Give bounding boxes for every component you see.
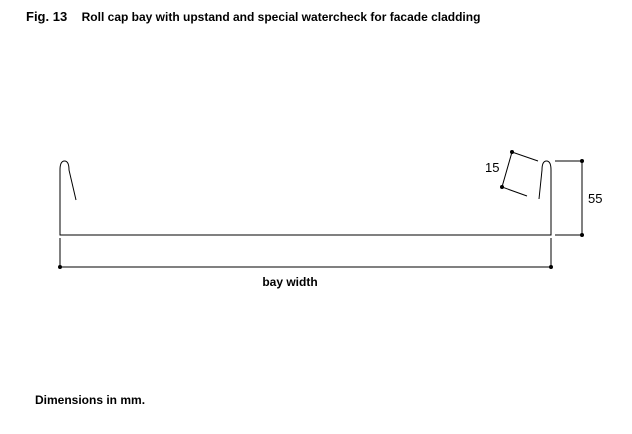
figure-caption: Fig. 13 Roll cap bay with upstand and sp… [26, 9, 480, 25]
bay-profile [59, 170, 552, 236]
width-point-right [549, 265, 553, 269]
watercheck-point-top [510, 150, 514, 154]
right-roll-cap [538, 160, 552, 200]
height-point-bottom [580, 233, 584, 237]
height-dimension-label: 55 [588, 191, 602, 206]
watercheck-dimension-label: 15 [485, 160, 499, 175]
height-point-top [580, 159, 584, 163]
units-footnote: Dimensions in mm. [35, 393, 146, 407]
watercheck [501, 151, 539, 197]
watercheck-point-bottom [500, 185, 504, 189]
figure-number: Fig. 13 [26, 9, 68, 24]
left-roll-cap [59, 160, 77, 201]
bay-width-label: bay width [262, 275, 317, 289]
figure-title: Roll cap bay with upstand and special wa… [81, 10, 481, 24]
width-point-left [58, 265, 62, 269]
